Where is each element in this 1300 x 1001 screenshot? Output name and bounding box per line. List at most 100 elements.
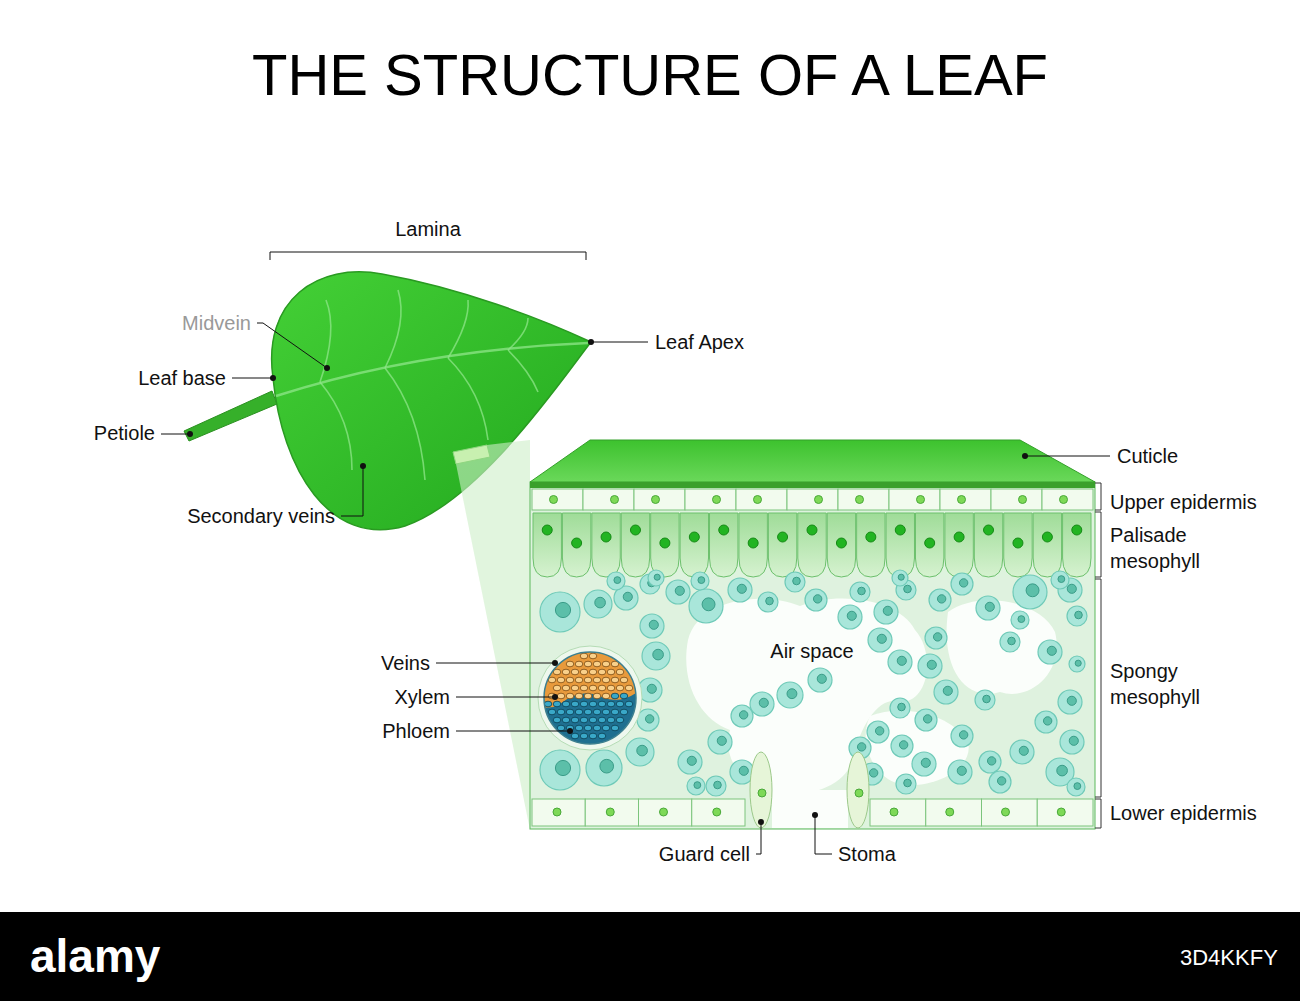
palisade-cell [827, 513, 855, 577]
cell-nucleus [858, 587, 866, 595]
epidermis-cell [585, 799, 638, 826]
cell-nucleus [637, 745, 648, 756]
spongy-cell [706, 776, 726, 796]
epidermis-cell [838, 489, 889, 510]
spongy-cell [777, 682, 803, 708]
cell-nucleus [550, 496, 558, 504]
epidermis-cell [787, 489, 838, 510]
cell-nucleus [898, 703, 906, 711]
spongy-cell [975, 690, 995, 710]
palisade-cell [710, 513, 738, 577]
cell-nucleus [623, 592, 632, 601]
spongy-cell [584, 590, 612, 618]
spongy-cell [890, 698, 910, 718]
leaf-vein [508, 350, 538, 392]
epidermis-cell [634, 489, 685, 510]
cell-nucleus [847, 611, 856, 620]
lamina-shape [272, 272, 591, 530]
phloem-cell [571, 717, 579, 723]
xylem-cell [598, 669, 606, 675]
part-label: Xylem [394, 684, 450, 710]
zoom-fan [456, 440, 530, 830]
cell-nucleus [600, 759, 614, 773]
cell-nucleus [866, 532, 876, 542]
spongy-cell [1011, 611, 1029, 629]
palisade-cell [974, 513, 1002, 577]
petiole-shape [184, 391, 277, 441]
leader-dot [360, 463, 366, 469]
palisade-cell [533, 513, 561, 577]
spongy-cell [640, 614, 664, 638]
cell-nucleus [660, 538, 670, 548]
spongy-cell [648, 570, 664, 586]
leader-line [270, 252, 586, 260]
cell-nucleus [1019, 746, 1028, 755]
cell-nucleus [719, 525, 729, 535]
cell-nucleus [877, 634, 886, 643]
cell-nucleus [898, 574, 904, 580]
phloem-cell [611, 693, 619, 699]
phloem-cell [589, 733, 597, 739]
phloem-cell [607, 717, 615, 723]
cell-nucleus [813, 595, 821, 603]
spongy-cell [918, 654, 942, 678]
phloem-cell [571, 733, 579, 739]
xylem-cell [602, 677, 610, 683]
cell-nucleus [572, 538, 582, 548]
spongy-cell [979, 751, 1001, 773]
xylem-cell [562, 685, 570, 691]
spongy-cell [850, 582, 870, 602]
xylem-cell [580, 685, 588, 691]
spongy-cell [1010, 740, 1034, 764]
cell-nucleus [987, 757, 995, 765]
xylem-ground [540, 648, 640, 708]
vascular-bundle [538, 646, 642, 750]
cell-nucleus [937, 595, 945, 603]
part-label: Midvein [182, 310, 251, 336]
lower-epidermis [532, 752, 1093, 828]
leader-line [591, 342, 648, 343]
epidermis-cell [685, 489, 736, 510]
leader-dot [1022, 453, 1028, 459]
leader-dot [552, 660, 558, 666]
xylem-cell [607, 685, 615, 691]
cell-nucleus [927, 660, 936, 669]
cell-nucleus [555, 602, 570, 617]
leaf-vein [320, 300, 331, 382]
diagram-title: THE STRUCTURE OF A LEAF [0, 40, 1300, 110]
spongy-cell [868, 628, 892, 652]
leader-line [161, 434, 190, 435]
xylem-cell [584, 677, 592, 683]
cell-nucleus [921, 758, 930, 767]
leaf-vein [448, 358, 488, 440]
cell-nucleus [654, 574, 660, 580]
cell-nucleus [925, 538, 935, 548]
cell-nucleus [714, 781, 722, 789]
spongy-cell [728, 578, 752, 602]
spongy-cell [708, 730, 732, 754]
cell-nucleus [984, 525, 994, 535]
section-ground [530, 482, 1095, 829]
spongy-cell [1000, 632, 1020, 652]
layer-bracket [1095, 483, 1101, 510]
cell-nucleus [946, 808, 954, 816]
leader-dot [270, 375, 276, 381]
cell-nucleus [1026, 584, 1039, 597]
palisade-cell [621, 513, 649, 577]
xylem-cell [593, 693, 601, 699]
cell-nucleus [748, 538, 758, 548]
epidermis-cell [889, 489, 940, 510]
cell-nucleus [1057, 765, 1068, 776]
cell-nucleus [793, 577, 801, 585]
phloem-cell [593, 725, 601, 731]
epidermis-cell [1042, 489, 1093, 510]
cell-nucleus [737, 584, 746, 593]
spongy-cell [1013, 575, 1047, 609]
cell-nucleus [933, 633, 941, 641]
epidermis-cell [736, 489, 787, 510]
layer-label: Lower epidermis [1110, 800, 1257, 826]
layer-label: Spongy mesophyll [1110, 658, 1235, 710]
cell-nucleus [630, 525, 640, 535]
cell-nucleus [855, 789, 863, 797]
epidermis-cell [583, 489, 634, 510]
